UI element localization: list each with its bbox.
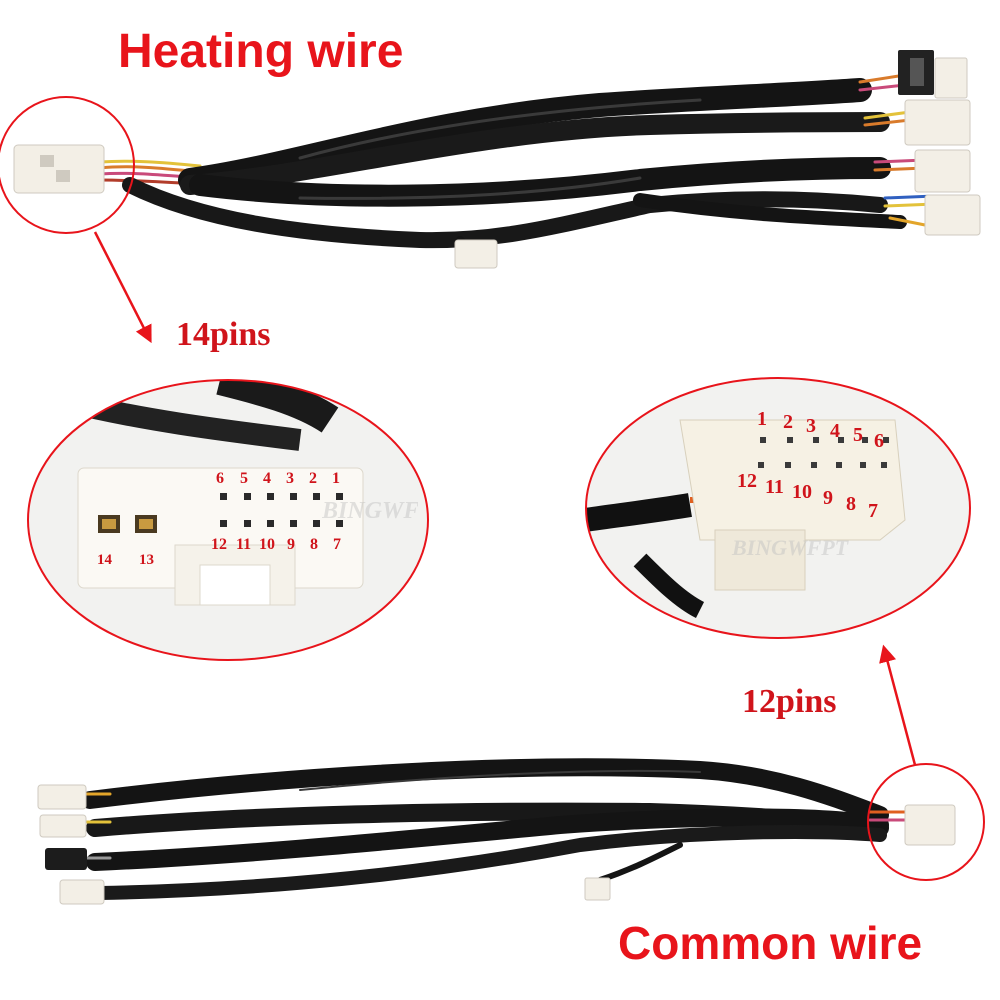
heating-connectors [13,50,981,269]
label-12pins: 12pins [742,683,837,720]
pin-12-8: 8 [846,493,856,515]
pin-14-10: 10 [259,536,275,553]
common-wire-title: Common wire [618,917,923,969]
pin-12-7: 7 [868,500,878,522]
pin-14-4: 4 [263,470,271,487]
pin-12-6: 6 [874,430,884,452]
pin-12-3: 3 [806,415,816,437]
detail-12pin [585,377,971,639]
pin-14-11: 11 [236,536,252,553]
pin-12-1: 1 [757,408,767,430]
pin-14-12: 12 [211,536,227,553]
highlight-circle-12pin-source [867,763,985,881]
highlight-circle-14pin-source [0,96,135,234]
pin-14-1: 1 [332,470,340,487]
pin-12-10: 10 [792,481,812,503]
heating-wire-title: Heating wire [118,25,404,78]
pin-14-2: 2 [309,470,317,487]
pin-14-3: 3 [286,470,294,487]
pin-14-7: 7 [333,536,341,553]
pin-14-5: 5 [240,470,248,487]
pin-12-12: 12 [737,470,757,492]
watermark-14pin: BINGWFPT [322,498,418,524]
pin-14-8: 8 [310,536,318,553]
pin-12-4: 4 [830,420,840,442]
watermark-12pin: BINGWFPT [732,535,849,560]
common-connectors [37,784,956,905]
pin-12-5: 5 [853,424,863,446]
heating-wire-harness [98,73,937,254]
pin-14-6: 6 [216,470,224,487]
pin-12-11: 11 [765,476,784,498]
common-wire-harness [78,758,907,900]
pin-12-2: 2 [783,411,793,433]
pin-14-9: 9 [287,536,295,553]
label-14pins: 14pins [176,316,271,353]
pin-14-14: 14 [97,552,112,568]
pin-14-13: 13 [139,552,154,568]
arrow-to-12pin-detail [879,644,917,766]
pin-12-9: 9 [823,487,833,509]
arrow-to-14pin-detail [93,231,152,344]
